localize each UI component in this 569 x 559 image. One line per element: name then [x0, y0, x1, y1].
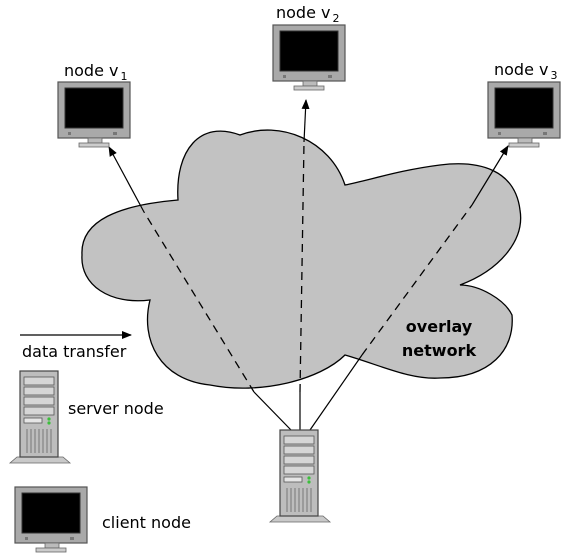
- cloud-label-line1: overlay: [406, 317, 473, 336]
- client-node-v3-icon: [487, 81, 561, 148]
- legend-server-icon: [9, 370, 71, 464]
- arrow-to-v2: [301, 99, 310, 143]
- arrow-to-v1: [108, 146, 145, 213]
- link-v1-dashed: [143, 211, 255, 393]
- source-server-icon: [269, 429, 331, 523]
- link-v3-dashed: [361, 204, 473, 356]
- arrow-to-v3: [471, 145, 509, 206]
- link-v3-solid: [309, 354, 363, 431]
- link-v1-solid: [253, 391, 292, 431]
- overlay-network-cloud: [81, 129, 522, 389]
- client-node-v1-icon: [57, 81, 131, 148]
- legend-client-icon: [14, 486, 88, 553]
- legend-client-label: client node: [102, 513, 191, 532]
- client-node-v2-icon: [272, 24, 346, 91]
- legend-data-transfer-label: data transfer: [22, 342, 127, 361]
- legend-server-label: server node: [68, 399, 164, 418]
- cloud-label-line2: network: [402, 341, 477, 360]
